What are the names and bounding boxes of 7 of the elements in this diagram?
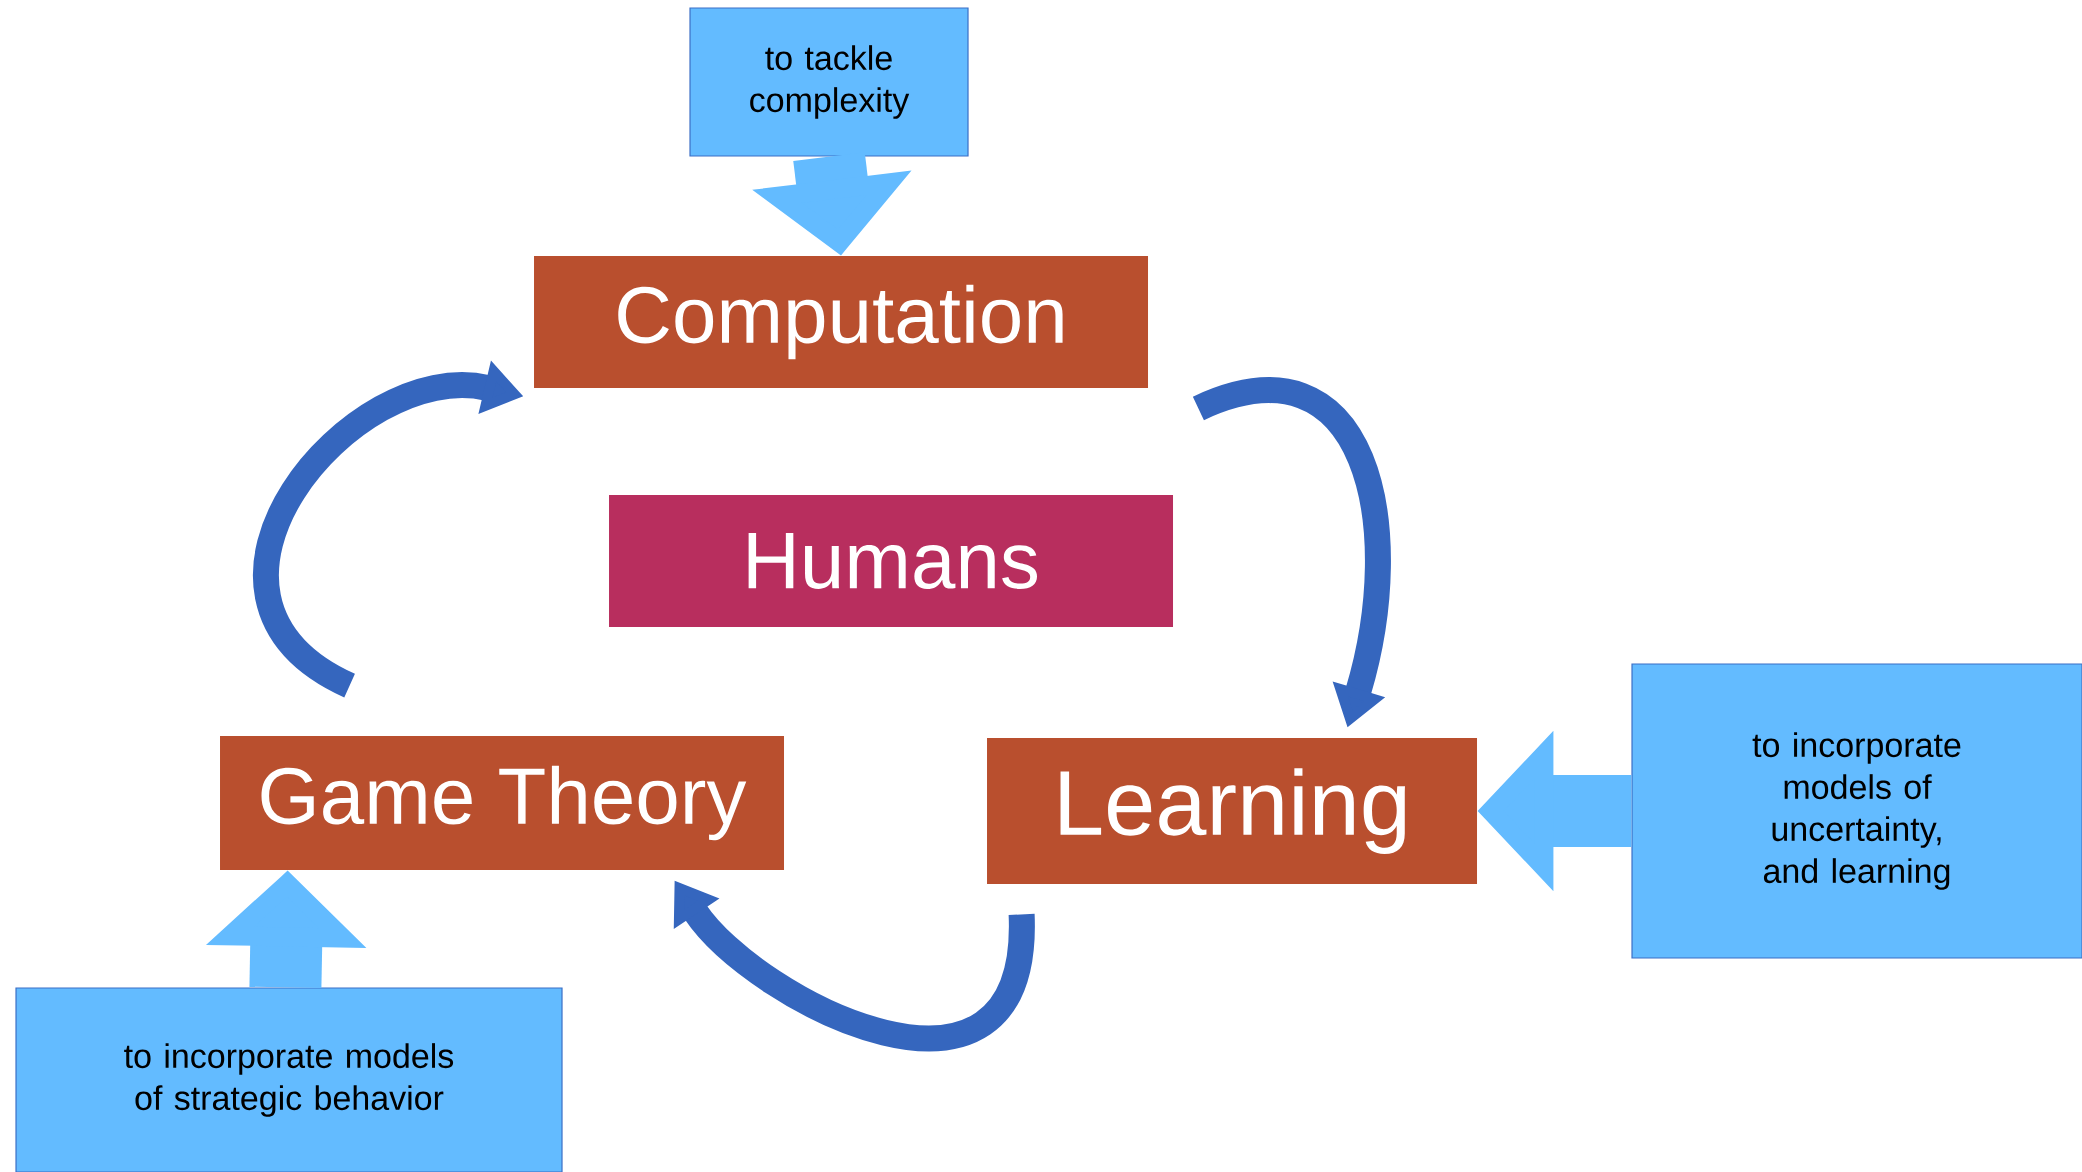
callout-box: to incorporate models of uncertainty, and learning — [1631, 663, 2082, 959]
callout-box: to incorporate models of strategic behavior — [15, 987, 563, 1172]
process-box: Game Theory — [220, 736, 784, 870]
process-box: Humans — [609, 495, 1173, 627]
callout-box: to tackle complexity — [689, 7, 969, 157]
process-box: Learning — [987, 738, 1477, 884]
process-box: Computation — [534, 256, 1148, 388]
